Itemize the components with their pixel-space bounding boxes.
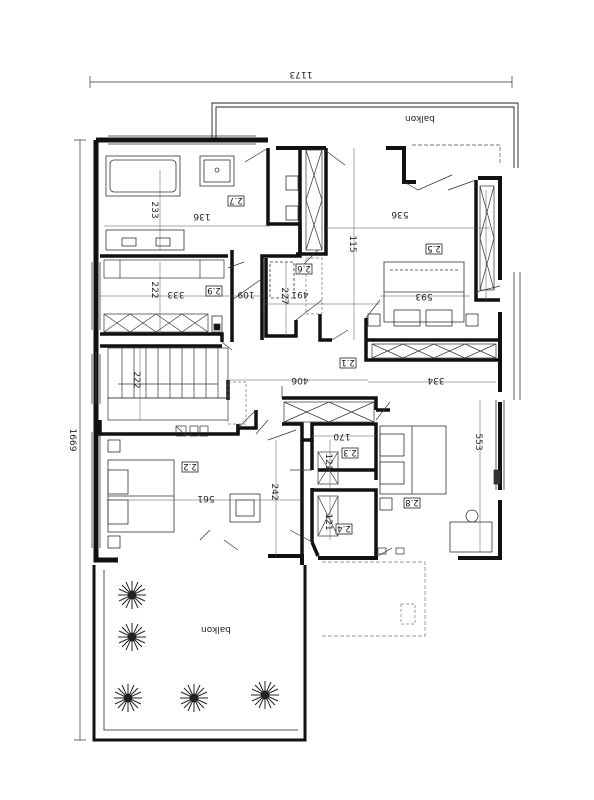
- balcony-top-outline: [211, 102, 519, 168]
- staircase: [107, 347, 247, 425]
- room-2-9-id: 2.9: [207, 285, 221, 295]
- room-2-7-id: 2.6: [297, 263, 311, 273]
- dimension-lines: [74, 76, 513, 741]
- room-2-3-dim-170: 170: [333, 431, 350, 441]
- closets: [103, 149, 497, 537]
- room-2-7-dim-233: 227: [279, 287, 289, 304]
- room-2-1-dim-109: 109: [237, 289, 254, 299]
- room-2-1-dim-406: 406: [291, 375, 308, 385]
- room-2-3-dim-121: 121: [323, 453, 333, 470]
- room-2-6-dim-491: 593: [415, 291, 432, 301]
- room-2-4-dim-121: 121: [323, 513, 333, 530]
- overall-height-label: 1669: [67, 429, 77, 452]
- door-swings: [199, 147, 501, 557]
- room-2-9-dim-222: 222: [149, 281, 159, 298]
- balcony-bottom-label: balkon: [201, 624, 231, 634]
- room-2-2-dim-561: 561: [197, 493, 214, 503]
- room-2-9-dim-333: 333: [167, 289, 184, 299]
- room-2-8-dim-276: 233: [149, 201, 159, 218]
- room-2-1-dim-222: 222: [131, 371, 141, 388]
- room-2-8-dim-553: 136: [193, 211, 210, 221]
- balcony-bottom-outline: [92, 561, 426, 742]
- plant-decorations: [114, 581, 279, 712]
- room-2-1-dim-334: 334: [427, 375, 444, 385]
- balcony-top-label: balkon: [405, 113, 435, 123]
- interior-dimension-lines: [100, 148, 496, 556]
- overall-width-label: 1173: [290, 69, 313, 79]
- room-2-4-id: 2.4: [337, 523, 351, 533]
- room-2-1-id: 2.1: [341, 357, 355, 367]
- room-2-8-id: 2.7: [229, 195, 243, 205]
- small-fixtures: [175, 425, 405, 555]
- interior-walls: [98, 148, 502, 557]
- bathroom-fixtures: [105, 155, 299, 333]
- dim-242: 242: [269, 483, 279, 500]
- furniture: [107, 261, 501, 553]
- room-2-3-id: 2.3: [343, 447, 357, 457]
- room-2-1-dim-115: 115: [347, 235, 357, 252]
- room-2-2-id: 2.2: [183, 461, 197, 471]
- room-2-7-dim-136: 491: [291, 289, 308, 299]
- room-2-5-id: 2.8: [405, 497, 419, 507]
- room-2-5-dim-593: 553: [473, 433, 483, 450]
- dim-536: 536: [391, 209, 408, 219]
- overall-dimensions: 1173 1669: [67, 69, 312, 452]
- room-2-6-id: 2.5: [427, 243, 441, 253]
